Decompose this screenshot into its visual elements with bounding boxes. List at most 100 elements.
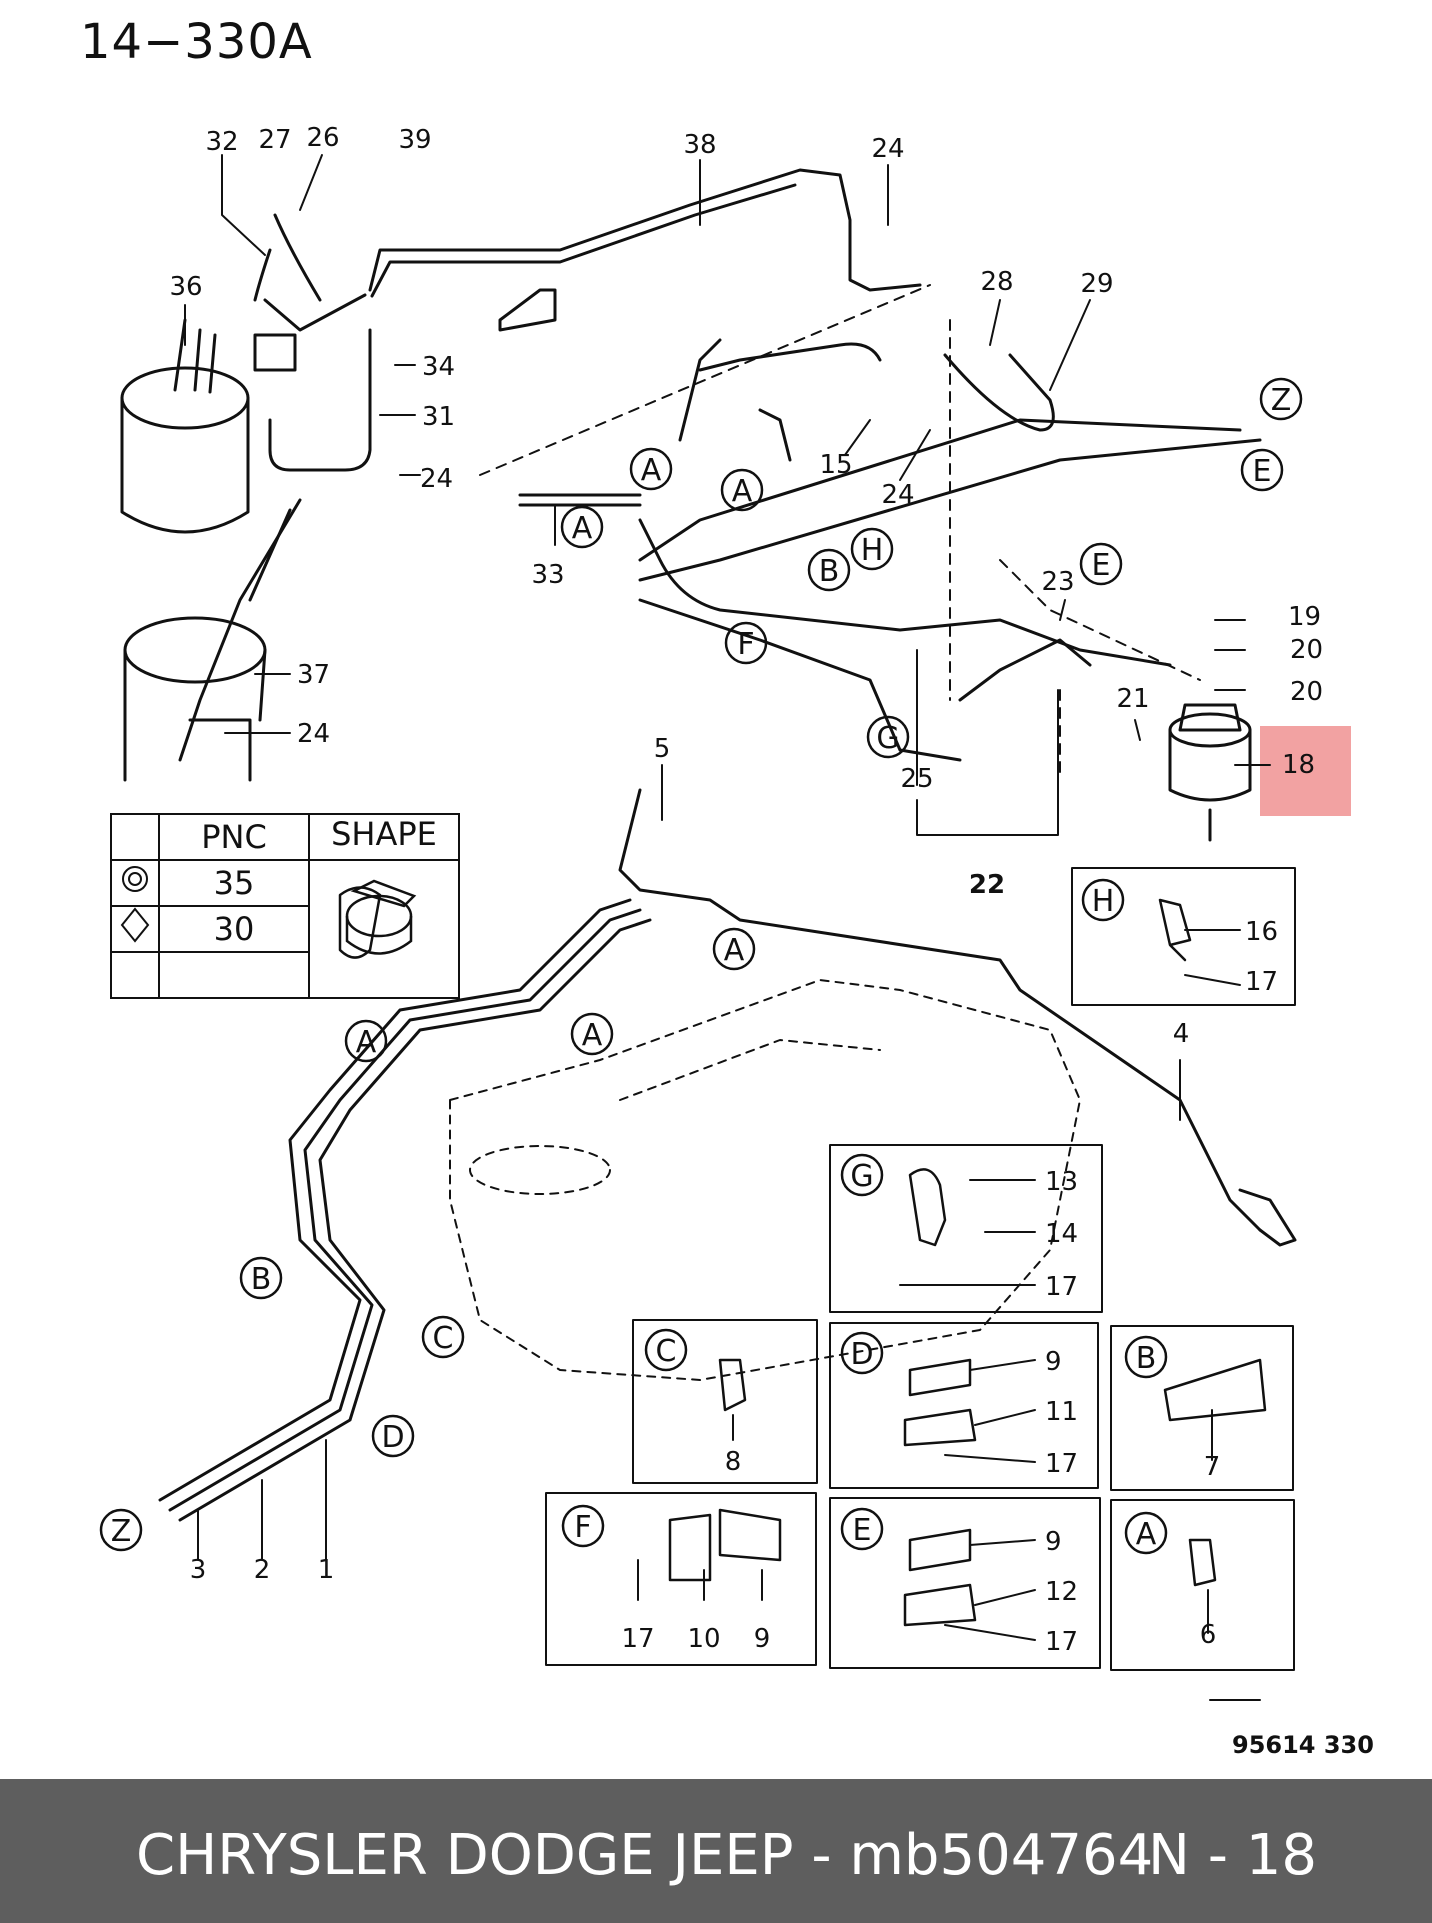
ref-circle-a-1: A [629,447,673,491]
table-header-row: PNC SHAPE [110,813,460,861]
callout-24-bracket: 24 [297,719,330,749]
callout-5: 5 [654,734,671,764]
callout-9-d: 9 [1045,1347,1062,1377]
doc-code: 95614 330 [1232,1731,1374,1759]
callout-6: 6 [1200,1620,1217,1650]
svg-text:Z: Z [111,1514,132,1549]
callout-3: 3 [190,1555,207,1585]
svg-text:A: A [1136,1517,1157,1552]
table-header-blank [110,813,160,861]
callout-28: 28 [980,267,1013,297]
svg-text:H: H [861,533,884,568]
leader-lines [184,154,1271,1701]
ref-circle-c-1: C [421,1315,465,1359]
svg-text:E: E [853,1513,872,1548]
ref-circle-d-box: D [840,1331,884,1375]
table-empty-cell [158,951,310,999]
table-row: 30 [110,905,459,953]
ref-circle-f-box: F [561,1504,605,1548]
diamond-icon [110,905,160,953]
canister-illustration [120,318,250,534]
reference-circles: Z E E A A A B H F G A A A B C D Z H G C … [99,377,1303,1555]
callout-13: 13 [1045,1167,1078,1197]
callout-19: 19 [1288,602,1321,632]
ref-circle-g-1: G [866,715,910,759]
ref-circle-b-1: B [807,548,851,592]
svg-text:D: D [850,1337,873,1372]
ref-circle-b-box: B [1124,1335,1168,1379]
ref-circle-e-1: E [1240,448,1284,492]
reference-lines [479,284,1201,781]
fuel-tank-outline [449,979,1081,1381]
svg-text:G: G [876,721,899,756]
ref-circle-a-2: A [720,468,764,512]
table-header-pnc: PNC [158,813,310,861]
ref-circle-e-2: E [1079,542,1123,586]
pnc-shape-table: PNC SHAPE 35 30 [110,813,460,999]
callout-10: 10 [687,1624,720,1654]
callout-14: 14 [1045,1219,1078,1249]
ref-circle-c-box: C [644,1328,688,1372]
callout-15: 15 [819,450,852,480]
callout-21: 21 [1116,684,1149,714]
table-header-shape: SHAPE [308,813,460,861]
callout-4: 4 [1173,1019,1190,1049]
callout-9-e: 9 [1045,1527,1062,1557]
detail-boxes [545,867,1296,1671]
callout-7: 7 [1204,1452,1221,1482]
ref-circle-g-box: G [840,1153,884,1197]
callout-23: 23 [1041,567,1074,597]
ref-circle-a-5: A [570,1012,614,1056]
svg-text:Z: Z [1271,383,1292,418]
callout-33: 33 [531,560,564,590]
svg-text:C: C [656,1334,677,1369]
callout-24-mid: 24 [881,480,914,510]
svg-text:E: E [1253,454,1272,489]
ref-circle-a-3: A [560,505,604,549]
table-pnc-value: 35 [158,859,310,907]
svg-text:F: F [574,1510,591,1545]
ref-circle-a-box: A [1124,1511,1168,1555]
callout-11: 11 [1045,1397,1078,1427]
vent-hoses [253,213,372,472]
svg-text:A: A [724,933,745,968]
ref-circle-z-top: Z [1259,377,1303,421]
svg-text:C: C [433,1321,454,1356]
callout-39: 39 [398,125,431,155]
ref-circle-z-bottom: Z [99,1508,143,1552]
footer-page-ref: N - 18 [1148,1823,1317,1888]
table-pnc-value: 30 [158,905,310,953]
callout-37: 37 [297,660,330,690]
tube-38 [368,168,922,332]
callout-1: 1 [318,1555,335,1585]
svg-text:A: A [641,453,662,488]
fuel-lines-main [158,788,1297,1522]
callout-12: 12 [1045,1577,1078,1607]
callout-36: 36 [169,272,202,302]
svg-text:B: B [251,1262,272,1297]
callout-17-h: 17 [1245,967,1278,997]
page-title: 14−330A [80,14,313,70]
part-callouts: 32 27 26 39 38 24 36 34 31 24 33 28 29 1… [169,123,1323,1657]
callout-8: 8 [725,1447,742,1477]
circle-clip-icon [110,859,160,907]
svg-text:A: A [732,474,753,509]
table-row: 35 [110,859,460,999]
ref-circle-d-1: D [371,1414,415,1458]
callout-27: 27 [258,125,291,155]
callout-38: 38 [683,130,716,160]
callout-25: 25 [900,764,933,794]
callout-26: 26 [306,123,339,153]
bracket-illustration [123,498,302,782]
callout-2: 2 [254,1555,271,1585]
ref-circle-h-1: H [850,527,894,571]
ref-circle-h-box: H [1081,878,1125,922]
callout-31: 31 [422,402,455,432]
ref-circle-e-box: E [840,1507,884,1551]
svg-text:B: B [819,554,840,589]
table-empty-cell [110,951,160,999]
callout-24-left: 24 [420,464,453,494]
ref-circle-a-4: A [712,927,756,971]
callout-20-a: 20 [1290,635,1323,665]
callout-17-g: 17 [1045,1272,1078,1302]
